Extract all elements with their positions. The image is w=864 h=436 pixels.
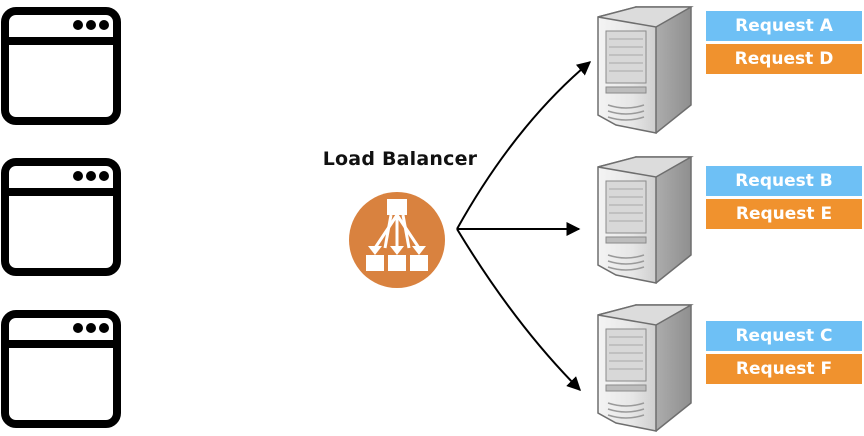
request-label-e: Request E [706, 199, 862, 229]
server-icon [597, 6, 694, 134]
arrow-to-server-1 [456, 61, 592, 230]
load-balancer-title: Load Balancer [322, 148, 478, 170]
load-balancer-icon [349, 192, 445, 288]
route-arrows [456, 61, 592, 391]
request-label-c: Request C [706, 321, 862, 351]
browser-window-icon [1, 310, 121, 428]
request-label-f: Request F [706, 354, 862, 384]
server-icon [597, 156, 694, 284]
browser-window-icon [1, 158, 121, 276]
request-label-d: Request D [706, 44, 862, 74]
browser-window-icon [1, 7, 121, 125]
request-label-a: Request A [706, 11, 862, 41]
arrow-to-server-3 [456, 228, 581, 391]
server-icon [597, 304, 694, 432]
request-label-b: Request B [706, 166, 862, 196]
